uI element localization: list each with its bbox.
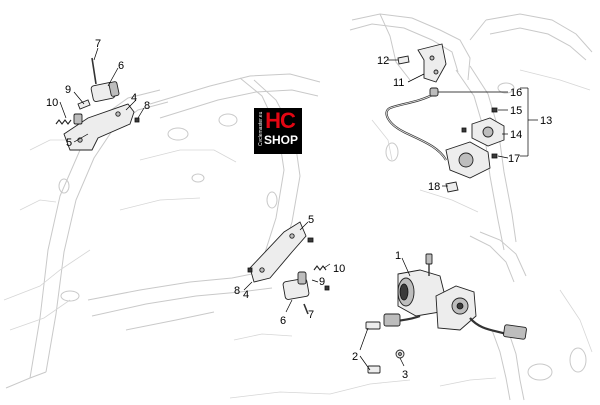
callout-labels: 7 6 9 10 4 8 5 12 11 16 15 14 13 17 18 5…: [46, 38, 552, 381]
hc-shop-logo: Cyclemaster.eu HC SHOP: [254, 108, 302, 154]
callout-15: 15: [510, 105, 522, 117]
ghost-frame: [3, 13, 593, 401]
plate-bracket-part: [417, 43, 447, 83]
callout-11: 11: [393, 77, 404, 89]
callout-6-center: 6: [280, 315, 286, 327]
callout-10-center: 10: [333, 263, 345, 275]
callout-10: 10: [46, 97, 58, 109]
callout-12: 12: [377, 55, 389, 67]
callout-7: 7: [95, 38, 101, 50]
logo-hc-text: HC: [265, 108, 296, 133]
callout-8-center: 8: [234, 285, 240, 297]
callout-4: 4: [131, 92, 137, 104]
callout-16: 16: [510, 87, 522, 99]
callout-17: 17: [508, 153, 520, 165]
callout-4-center: 4: [243, 289, 249, 301]
top-right-assembly: [385, 43, 538, 193]
callout-13: 13: [540, 115, 552, 127]
callout-2: 2: [352, 351, 358, 363]
callout-8: 8: [144, 100, 150, 112]
callout-5-center: 5: [308, 214, 314, 226]
callout-3: 3: [402, 369, 408, 381]
callout-9-center: 9: [319, 276, 325, 288]
rear-sensor-assembly-left: [55, 47, 145, 151]
callout-5: 5: [66, 137, 72, 149]
callout-9: 9: [65, 84, 71, 96]
ignition-lock-assembly: [359, 253, 527, 374]
bracket-part: [63, 103, 135, 151]
callout-18: 18: [428, 181, 440, 193]
callout-14: 14: [510, 129, 522, 141]
center-bracket-part: [249, 221, 307, 283]
center-sensor-assembly: [243, 221, 331, 315]
callout-7-center: 7: [308, 309, 314, 321]
callout-6: 6: [118, 60, 124, 72]
logo-shop-text: SHOP: [262, 133, 300, 147]
callout-1: 1: [395, 250, 401, 262]
